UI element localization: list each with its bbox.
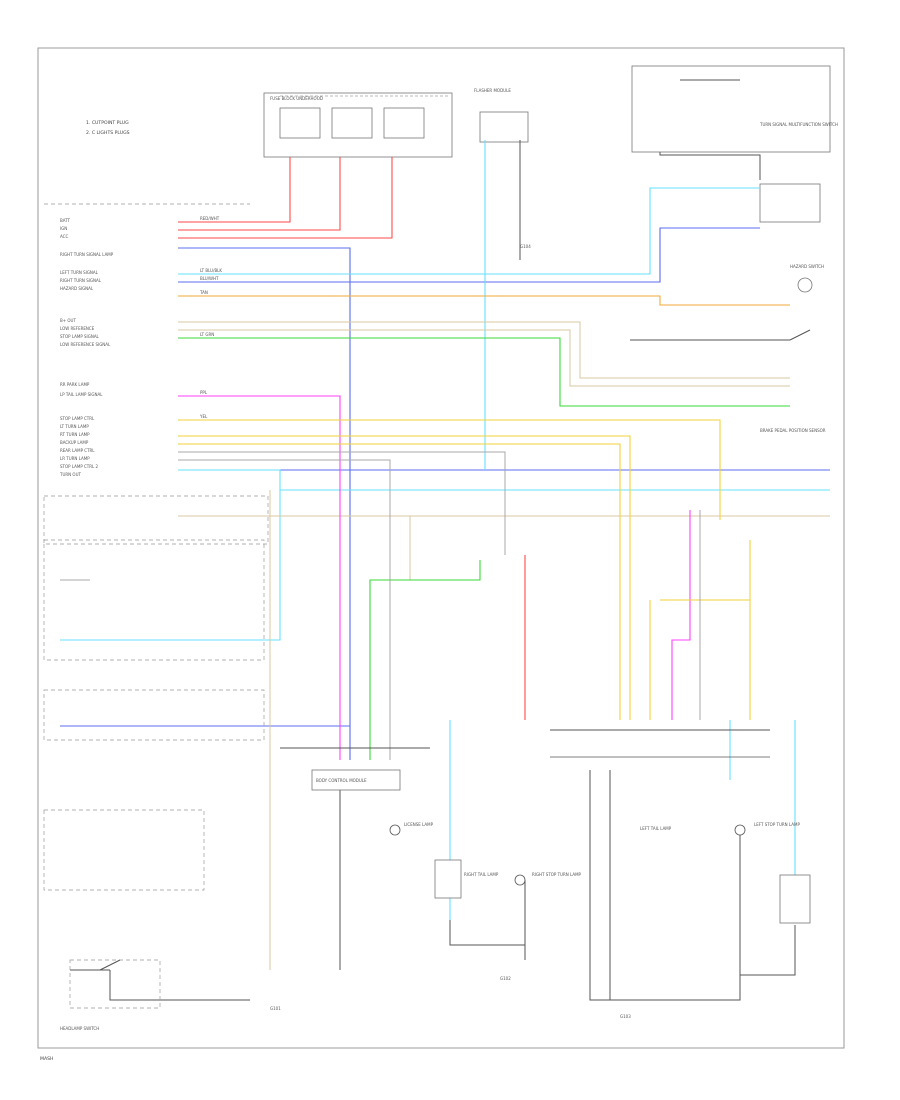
svg-text:LEFT STOP TURN LAMP: LEFT STOP TURN LAMP xyxy=(754,822,800,827)
svg-text:BODY CONTROL MODULE: BODY CONTROL MODULE xyxy=(316,778,367,783)
svg-text:LEFT TURN SIGNAL: LEFT TURN SIGNAL xyxy=(60,270,99,275)
wire-label-blue: BLU/WHT xyxy=(200,276,219,281)
svg-text:TURN OUT: TURN OUT xyxy=(59,472,81,477)
ground-g103: G103 xyxy=(620,1014,631,1019)
svg-text:LR TURN LAMP: LR TURN LAMP xyxy=(60,456,90,461)
legend-line-2: 2. C LIGHTS PLUGS xyxy=(86,130,130,136)
tan-wires xyxy=(178,321,830,970)
red-wires xyxy=(178,157,526,720)
svg-text:LOW REFERENCE SIGNAL: LOW REFERENCE SIGNAL xyxy=(60,342,111,347)
right-tail-lamp: RIGHT TAIL LAMP xyxy=(434,859,499,899)
svg-text:RIGHT STOP TURN LAMP: RIGHT STOP TURN LAMP xyxy=(532,872,582,877)
left-stop-lamp: LEFT STOP TURN LAMP xyxy=(734,822,800,836)
cyan-wires xyxy=(60,140,830,920)
svg-text:RR PARK LAMP: RR PARK LAMP xyxy=(60,382,90,387)
body-control-module: BODY CONTROL MODULE xyxy=(311,769,401,791)
brake-switch: BRAKE PEDAL POSITION SENSOR xyxy=(760,329,826,433)
svg-text:LP TAIL LAMP SIGNAL: LP TAIL LAMP SIGNAL xyxy=(60,392,103,397)
svg-text:BACKUP LAMP: BACKUP LAMP xyxy=(60,440,89,445)
svg-text:STOP LAMP SIGNAL: STOP LAMP SIGNAL xyxy=(60,334,100,339)
svg-text:IGN: IGN xyxy=(60,226,67,231)
svg-text:STOP LAMP CTRL 2: STOP LAMP CTRL 2 xyxy=(60,464,99,469)
svg-text:LEFT TAIL LAMP: LEFT TAIL LAMP xyxy=(640,826,672,831)
svg-text:RIGHT TAIL LAMP: RIGHT TAIL LAMP xyxy=(464,872,499,877)
wire-label-yellow: YEL xyxy=(199,414,208,419)
wire-label-red: RED/WHT xyxy=(200,216,220,221)
footer-code: MASH xyxy=(40,1056,53,1062)
wire-label-orange: TAN xyxy=(199,290,208,295)
magenta-wires xyxy=(178,395,691,760)
legend-line-1: 1. CUTPOINT PLUG xyxy=(86,120,129,126)
svg-text:LOW REFERENCE: LOW REFERENCE xyxy=(60,326,95,331)
svg-text:HAZARD SWITCH: HAZARD SWITCH xyxy=(790,264,824,269)
left-tail-lamp: LEFT TAIL LAMP xyxy=(640,826,811,924)
orange-wires xyxy=(178,295,790,306)
ground-g102: G102 xyxy=(500,976,511,981)
right-stop-lamp: RIGHT STOP TURN LAMP xyxy=(514,872,582,886)
svg-text:REAR LAMP CTRL: REAR LAMP CTRL xyxy=(60,448,95,453)
turn-signal-switch: TURN SIGNAL MULTIFUNCTION SWITCH xyxy=(631,65,838,223)
svg-text:HEADLAMP SWITCH: HEADLAMP SWITCH xyxy=(60,1026,99,1031)
headlamp-switch: HEADLAMP SWITCH xyxy=(60,959,161,1031)
wire-label-green: LT GRN xyxy=(200,332,214,337)
svg-text:LT TURN LAMP: LT TURN LAMP xyxy=(60,424,89,429)
svg-text:RIGHT TURN SIGNAL: RIGHT TURN SIGNAL xyxy=(60,278,102,283)
svg-text:STOP LAMP CTRL: STOP LAMP CTRL xyxy=(60,416,95,421)
svg-text:HAZARD SIGNAL: HAZARD SIGNAL xyxy=(60,286,94,291)
wire-label-cyan: LT BLU/BLK xyxy=(200,268,222,273)
gray-wires xyxy=(60,451,701,760)
svg-text:ACC: ACC xyxy=(60,234,68,239)
svg-text:FUSE BLOCK UNDERHOOD: FUSE BLOCK UNDERHOOD xyxy=(270,96,323,101)
left-module-2 xyxy=(43,539,265,661)
left-connector-labels: BATT IGN ACC RIGHT TURN SIGNAL LAMP LEFT… xyxy=(59,218,114,477)
blue-wires xyxy=(60,227,830,760)
svg-text:FLASHER MODULE: FLASHER MODULE xyxy=(474,88,511,93)
diagram-frame xyxy=(37,47,845,1049)
svg-text:TURN SIGNAL MULTIFUNCTION SWIT: TURN SIGNAL MULTIFUNCTION SWITCH xyxy=(759,122,838,127)
black-wires xyxy=(70,79,796,1001)
license-lamp: LICENSE LAMP xyxy=(389,822,434,836)
ground-g104: G104 xyxy=(520,244,531,249)
svg-text:BATT: BATT xyxy=(60,218,71,223)
svg-text:LICENSE LAMP: LICENSE LAMP xyxy=(404,822,434,827)
hazard-switch: HAZARD SWITCH xyxy=(790,264,824,293)
svg-text:BRAKE PEDAL POSITION SENSOR: BRAKE PEDAL POSITION SENSOR xyxy=(760,428,826,433)
svg-text:B+ OUT: B+ OUT xyxy=(60,318,76,323)
left-module-3 xyxy=(43,689,265,741)
flasher-module: FLASHER MODULE xyxy=(474,88,529,143)
fuse-block: FUSE BLOCK UNDERHOOD xyxy=(263,92,453,158)
left-module-1 xyxy=(43,495,269,545)
wire-label-magenta: PPL xyxy=(200,390,208,395)
left-module-4 xyxy=(43,809,205,891)
ground-g101: G101 xyxy=(270,1006,281,1011)
green-wires xyxy=(178,337,790,760)
yellow-wires xyxy=(178,419,751,720)
svg-text:RT TURN LAMP: RT TURN LAMP xyxy=(60,432,90,437)
svg-text:RIGHT TURN SIGNAL LAMP: RIGHT TURN SIGNAL LAMP xyxy=(60,252,114,257)
